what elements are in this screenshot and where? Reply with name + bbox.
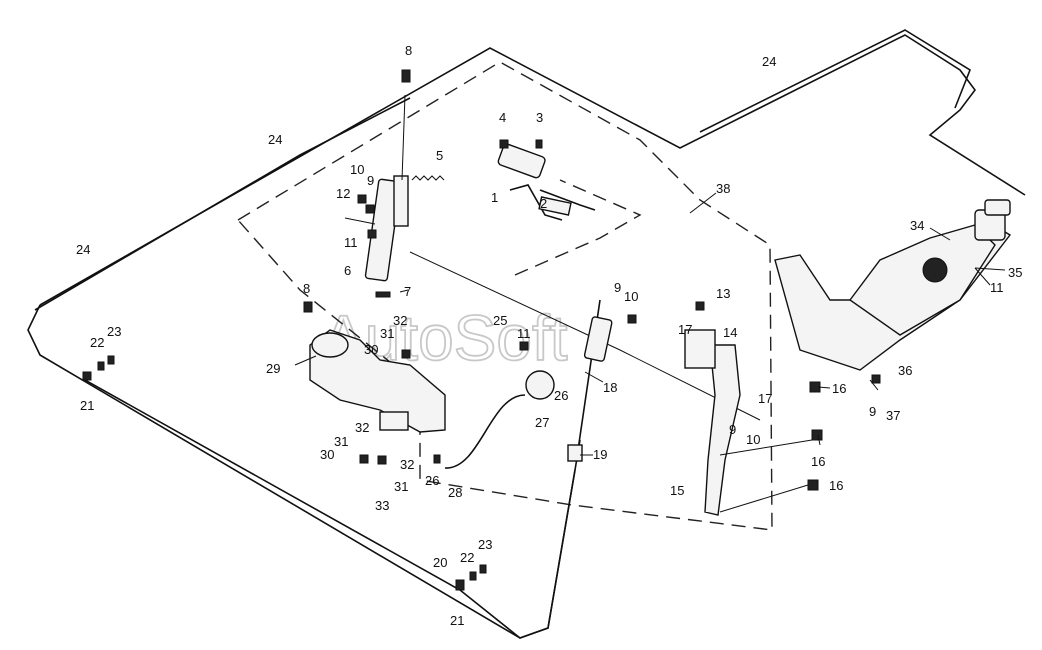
callout-36: 36: [898, 363, 912, 378]
callout-35: 35: [1008, 265, 1022, 280]
callout-6: 6: [344, 263, 351, 278]
clamp-19: [567, 444, 583, 462]
callout-25: 25: [493, 313, 507, 328]
callout-16: 16: [811, 454, 825, 469]
callout-34: 34: [910, 218, 924, 233]
assembly-boundary-38: [237, 61, 773, 531]
callout-15: 15: [670, 483, 684, 498]
callout-21: 21: [450, 613, 464, 628]
callout-19: 19: [593, 447, 607, 462]
brake-tube-20: [84, 379, 581, 639]
clutch-lever: [684, 329, 741, 516]
callout-24: 24: [762, 54, 776, 69]
callout-28: 28: [448, 485, 462, 500]
callout-10: 10: [350, 162, 364, 177]
callout-18: 18: [603, 380, 617, 395]
brake-tube-24-right: [699, 29, 971, 133]
callout-17: 17: [678, 322, 692, 337]
callout-12: 12: [336, 186, 350, 201]
callout-22: 22: [460, 550, 474, 565]
callout-22: 22: [90, 335, 104, 350]
callout-8: 8: [405, 43, 412, 58]
callout-30: 30: [364, 342, 378, 357]
callout-26: 26: [425, 473, 439, 488]
master-cylinder: [583, 316, 613, 362]
callout-32: 32: [393, 313, 407, 328]
callout-32: 32: [355, 420, 369, 435]
callout-4: 4: [499, 110, 506, 125]
callout-17: 17: [758, 391, 772, 406]
callout-14: 14: [723, 325, 737, 340]
callout-11: 11: [344, 235, 358, 250]
pedal-bracket: [364, 69, 411, 282]
callout-13: 13: [716, 286, 730, 301]
callout-9: 9: [869, 404, 876, 419]
callout-7: 7: [404, 284, 411, 299]
callout-8: 8: [303, 281, 310, 296]
callout-1: 1: [491, 190, 498, 205]
callout-10: 10: [624, 289, 638, 304]
callout-33: 33: [375, 498, 389, 513]
callout-24: 24: [76, 242, 90, 257]
callout-9: 9: [729, 422, 736, 437]
callout-29: 29: [266, 361, 280, 376]
leader-lines: [294, 192, 1006, 513]
callout-30: 30: [320, 447, 334, 462]
frame-outline: [39, 34, 1026, 306]
callout-21: 21: [80, 398, 94, 413]
frame-inner-diagonal: [409, 251, 761, 421]
callout-2: 2: [540, 196, 547, 211]
brake-tube-24: [34, 97, 411, 311]
fluid-reservoir: [309, 329, 446, 433]
callout-20: 20: [433, 555, 447, 570]
callout-26: 26: [554, 388, 568, 403]
callout-27: 27: [535, 415, 549, 430]
callout-24: 24: [268, 132, 282, 147]
return-spring: [411, 175, 445, 181]
callout-5: 5: [436, 148, 443, 163]
callout-9: 9: [614, 280, 621, 295]
callout-9: 9: [367, 173, 374, 188]
callout-3: 3: [536, 110, 543, 125]
callout-31: 31: [394, 479, 408, 494]
callout-31: 31: [334, 434, 348, 449]
clutch-booster-assembly: [774, 199, 1012, 371]
clutch-pedal-assembly: [497, 139, 596, 221]
hose-28: [444, 394, 526, 469]
callout-11: 11: [990, 280, 1004, 295]
fasteners: [82, 194, 881, 591]
callout-16: 16: [829, 478, 843, 493]
sensor-27: [525, 370, 555, 400]
callout-38: 38: [716, 181, 730, 196]
callout-10: 10: [746, 432, 760, 447]
callout-labels: 8 5 4 3 24 24 24 10 9 12 1 2 38 11 6 34 …: [76, 43, 1022, 628]
callout-23: 23: [107, 324, 121, 339]
callout-31: 31: [380, 326, 394, 341]
callout-37: 37: [886, 408, 900, 423]
callout-32: 32: [400, 457, 414, 472]
callout-16: 16: [832, 381, 846, 396]
callout-23: 23: [478, 537, 492, 552]
callout-11: 11: [517, 326, 531, 341]
assembly-boundary-inner: [514, 179, 642, 276]
